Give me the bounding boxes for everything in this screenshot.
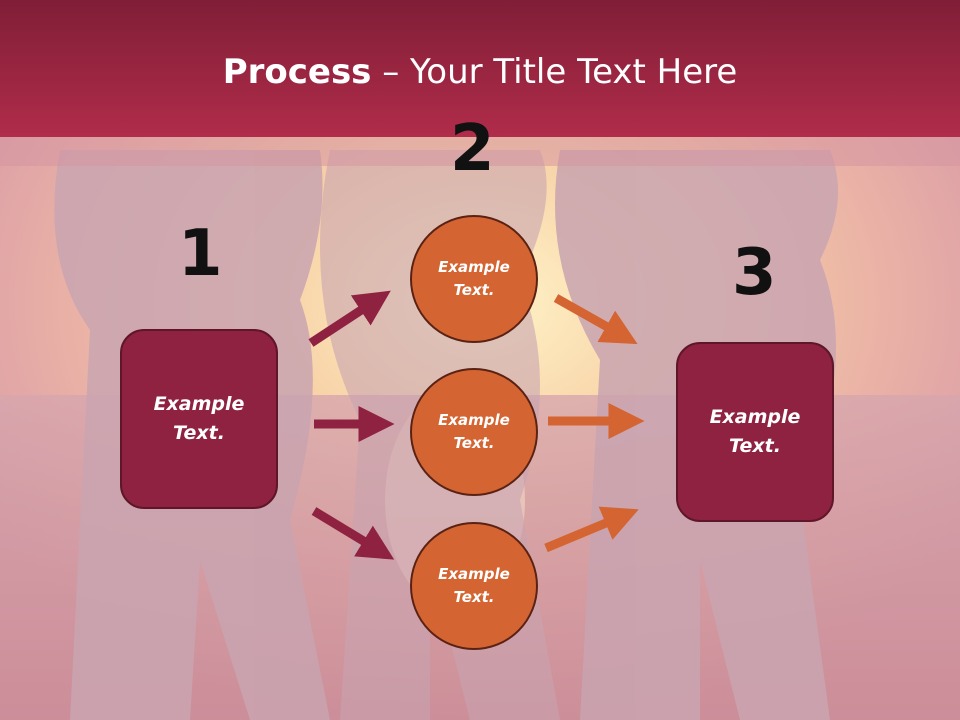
title-strip — [0, 137, 960, 166]
arrow-bottom-to-3 — [544, 506, 639, 553]
arrow-1-to-top — [308, 290, 391, 347]
step-1-label-line1: Example — [153, 393, 245, 415]
step-2-circle-bottom: Example Text. — [410, 522, 538, 650]
step-3-box: Example Text. — [676, 342, 834, 522]
circle-bottom-line1: Example — [438, 565, 510, 583]
arrow-top-to-3 — [553, 294, 638, 345]
step-2-circle-top: Example Text. — [410, 215, 538, 343]
title-band — [0, 0, 960, 137]
step-3-label-line1: Example — [709, 406, 801, 428]
slide-title: Process – Your Title Text Here — [0, 52, 960, 92]
step-2-circle-middle: Example Text. — [410, 368, 538, 496]
step-number-1: 1 — [178, 217, 223, 291]
title-rest: – Your Title Text Here — [371, 52, 738, 92]
circle-top-line2: Text. — [453, 281, 495, 299]
circle-bottom-line2: Text. — [453, 588, 495, 606]
circle-top-line1: Example — [438, 258, 510, 276]
arrow-1-to-bottom — [311, 507, 395, 560]
title-bold: Process — [222, 52, 372, 92]
step-1-box: Example Text. — [120, 329, 278, 509]
circle-middle-line2: Text. — [453, 434, 495, 452]
step-number-2: 2 — [450, 112, 495, 186]
step-3-label-line2: Text. — [729, 435, 781, 457]
step-1-label-line2: Text. — [173, 422, 225, 444]
step-number-3: 3 — [732, 236, 777, 310]
circle-middle-line1: Example — [438, 411, 510, 429]
